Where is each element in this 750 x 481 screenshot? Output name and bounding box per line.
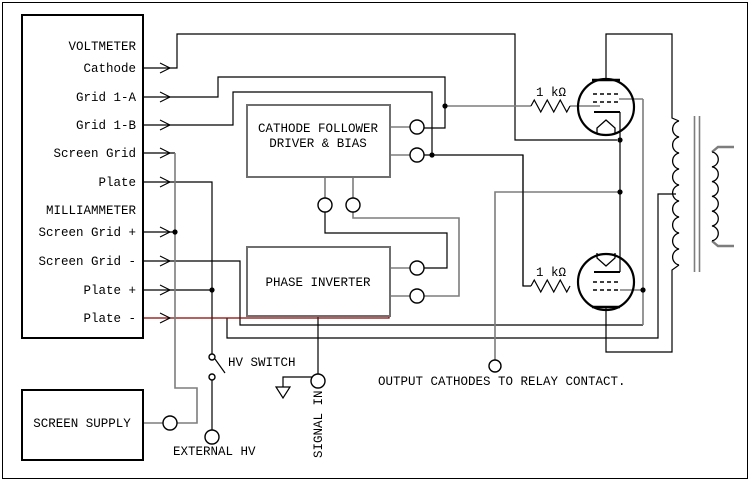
label-grid1b: Grid 1-B [76, 119, 137, 133]
hv-switch-label: HV SWITCH [228, 356, 296, 370]
tube-upper [576, 77, 636, 137]
wire-grid-tie-vertical [619, 98, 644, 325]
junction-dot [640, 287, 646, 293]
tube-lower-heater [596, 253, 616, 267]
wire-screen-grid-minus-grid-bus [143, 260, 643, 326]
resistor-upper-zigzag [530, 98, 571, 114]
external-hv-terminal [204, 429, 220, 445]
wire-grid1a-net [143, 76, 446, 129]
arrow-plate [159, 176, 172, 188]
meter-patch-box [21, 14, 144, 339]
tube-upper-grids [593, 93, 619, 103]
wire-screen-supply-net [143, 153, 198, 424]
wire-grid1b-net [143, 91, 433, 155]
terminals [162, 119, 502, 445]
resistor-lower-label: 1 kΩ [536, 266, 567, 280]
resistor-lower-zigzag [530, 278, 571, 294]
transformer-core [693, 116, 701, 272]
output-cathodes-label: OUTPUT CATHODES TO RELAY CONTACT. [378, 375, 626, 389]
junction-dot [172, 229, 178, 235]
pi-output-terminal-lower [409, 288, 425, 304]
junction-dot [442, 103, 448, 109]
junction-dots [172, 103, 646, 293]
transformer-secondary-winding [711, 151, 719, 242]
arrow-screen-grid [159, 147, 172, 159]
label-screen-grid-plus: Screen Grid + [38, 226, 136, 240]
resistor-upper-label: 1 kΩ [536, 86, 567, 100]
junction-dot [209, 287, 215, 293]
arrow-plate-minus [159, 312, 172, 324]
cathode-follower-label-line2: DRIVER & BIAS [269, 137, 367, 151]
label-cathode: Cathode [83, 62, 136, 76]
cathode-follower-box [246, 104, 391, 178]
label-plate-minus: Plate - [83, 312, 136, 326]
pi-output-terminal-upper [409, 260, 425, 276]
wire-tube2-plate-to-primary [605, 264, 680, 353]
screen-supply-terminal [162, 415, 178, 431]
arrow-grid1a [159, 91, 172, 103]
label-grid1a: Grid 1-A [76, 91, 137, 105]
voltmeter-title: VOLTMETER [68, 40, 136, 54]
wire-tube1-plate-to-primary [605, 33, 680, 122]
secondary-leads [711, 145, 734, 248]
junction-dot [429, 152, 435, 158]
hv-switch-contact-top [208, 353, 216, 361]
secondary-lead-top [711, 145, 734, 153]
tube-upper-envelope [576, 77, 636, 137]
signal-in-terminal [310, 373, 326, 389]
wire-cf-to-tube2-grid [424, 154, 531, 287]
phase-inverter-label: PHASE INVERTER [265, 276, 371, 290]
signal-in-label: SIGNAL IN [312, 390, 326, 458]
tube-upper-heater [596, 119, 616, 133]
wire-output-cathodes [494, 191, 620, 360]
cf-bottom-terminal-left [317, 197, 333, 213]
ground-symbol [274, 386, 292, 400]
hv-switch-contact-bottom [208, 373, 216, 381]
block-terminal-stubs [324, 126, 410, 297]
wire-pi-lower-to-cf [352, 212, 460, 297]
label-screen-grid: Screen Grid [53, 147, 136, 161]
arrow-plate-plus [159, 284, 172, 296]
hv-switch-blade [214, 358, 226, 374]
arrow-screen-grid-plus [159, 226, 172, 238]
screen-supply-label: SCREEN SUPPLY [33, 417, 131, 431]
secondary-lead-bottom [711, 240, 734, 248]
wire-ground [282, 376, 312, 387]
output-cathodes-terminal [488, 359, 502, 373]
screen-supply-box [21, 389, 144, 461]
milliammeter-title: MILLIAMMETER [46, 204, 137, 218]
cathode-follower-label-line1: CATHODE FOLLOWER [258, 122, 379, 136]
junction-dot [617, 137, 623, 143]
cf-bottom-terminal-right [345, 197, 361, 213]
junction-dot [617, 189, 623, 195]
cf-output-terminal-lower [409, 147, 425, 163]
arrow-screen-grid-minus [159, 255, 172, 267]
phase-inverter-box [246, 246, 391, 317]
input-arrows [159, 62, 172, 324]
arrow-grid1b [159, 119, 172, 131]
cf-output-terminal-upper [409, 119, 425, 135]
external-hv-label: EXTERNAL HV [173, 445, 256, 459]
tube-lower-grids [593, 281, 619, 291]
label-plate-plus: Plate + [83, 284, 136, 298]
tube-lower-envelope [576, 252, 636, 312]
tube-lower [576, 252, 636, 312]
wire-pi-upper-to-cf [324, 212, 448, 269]
wire-center-tap [226, 193, 676, 339]
label-screen-grid-minus: Screen Grid - [38, 255, 136, 269]
wire-plate-to-hv-switch [143, 181, 213, 354]
arrow-cathode [159, 62, 172, 74]
wires-gray [143, 98, 701, 424]
transformer-primary-winding [671, 120, 680, 266]
wire-cathode-net [143, 33, 617, 141]
label-plate: Plate [98, 176, 136, 190]
